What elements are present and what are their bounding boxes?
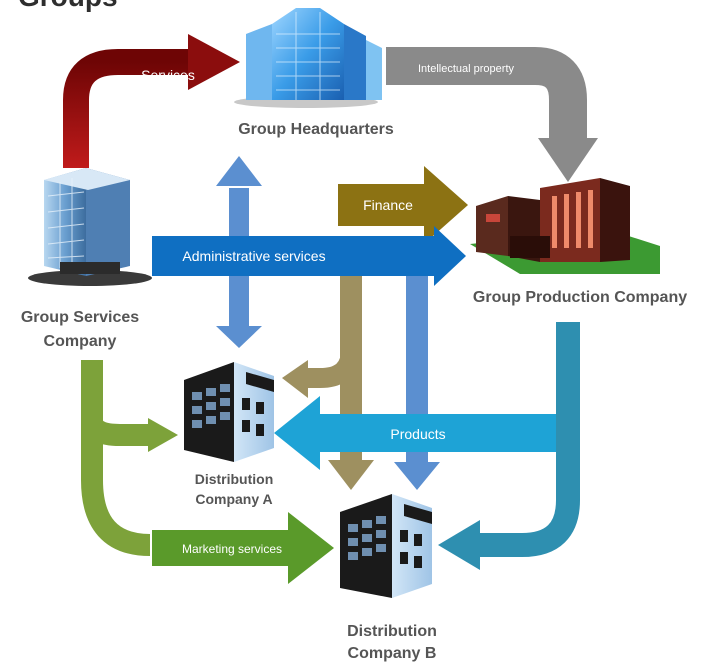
services-down-flow-arrow: [81, 360, 178, 556]
production-to-dist-b-flow-arrow: [438, 322, 580, 570]
finance-flow-label: Finance: [363, 197, 413, 213]
services-flow-arrow: [63, 34, 240, 168]
products-flow-label: Products: [390, 426, 445, 442]
office-tower-icon: [28, 168, 152, 286]
office-building-icon: [340, 494, 432, 598]
page-title: Groups: [18, 0, 118, 12]
services-company-label-line2: Company: [44, 333, 117, 350]
marketing-services-flow-arrow: [152, 512, 334, 584]
administrative-services-flow-label: Administrative services: [182, 248, 325, 264]
services-flow-label: Services: [141, 67, 195, 83]
services-company-label-line1: Group Services: [21, 309, 139, 326]
products-flow-arrow: [274, 396, 556, 470]
finance-flow-arrow: [338, 166, 468, 244]
distribution-a-label-line2: Company A: [195, 491, 272, 507]
headquarters-label: Group Headquarters: [238, 121, 394, 138]
finance-down-flow-arrow: [282, 268, 374, 490]
distribution-a-label-line1: Distribution: [195, 471, 274, 487]
admin-down-flow-arrow: [394, 276, 440, 490]
intellectual-property-flow-label: Intellectual property: [418, 63, 514, 75]
office-building-icon: [184, 362, 274, 462]
administrative-services-flow-arrow: [152, 226, 466, 286]
factory-icon: [470, 178, 660, 274]
marketing-services-flow-label: Marketing services: [182, 542, 282, 556]
glass-office-tower-icon: [234, 8, 382, 108]
intellectual-property-flow-arrow: [386, 47, 598, 182]
production-company-label: Group Production Company: [473, 289, 687, 306]
distribution-b-label-line1: Distribution: [347, 623, 437, 640]
distribution-b-label-line2: Company B: [348, 645, 437, 662]
